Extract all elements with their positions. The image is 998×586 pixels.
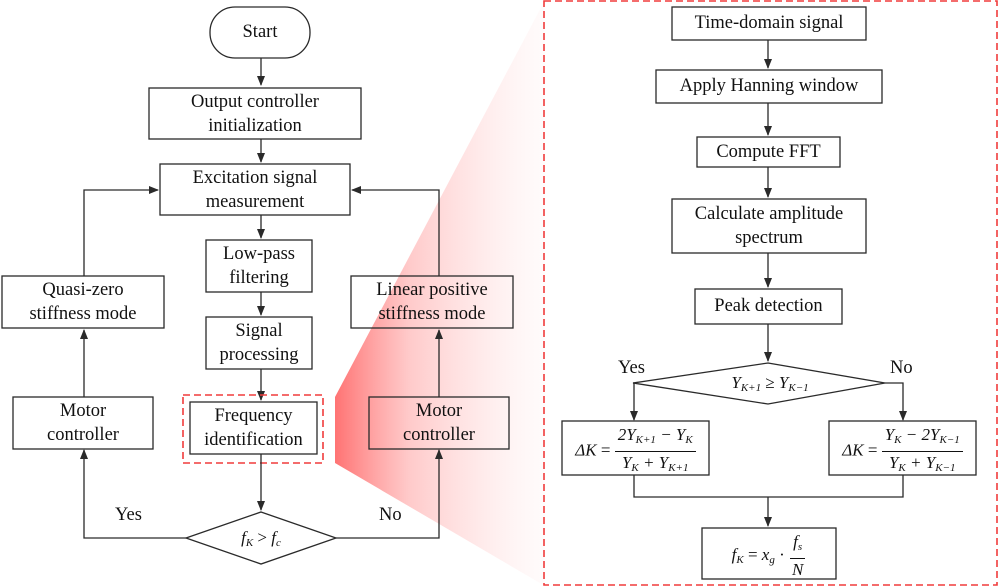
excitation-box bbox=[159, 163, 351, 216]
freq-ident-line2: identification bbox=[204, 430, 303, 450]
no-label-right: No bbox=[890, 358, 913, 378]
excitation-label: Excitation signal measurement bbox=[160, 166, 350, 214]
amplitude-label: Calculate amplitude spectrum bbox=[672, 202, 866, 250]
decision-lhs: f bbox=[241, 528, 246, 547]
start-terminal bbox=[209, 6, 311, 59]
freq-ident-line1: Frequency bbox=[214, 406, 293, 426]
signal-processing-label: Signal processing bbox=[206, 319, 312, 367]
motor-left-box bbox=[12, 396, 154, 450]
yk-decision bbox=[632, 362, 886, 405]
amplitude-line2: spectrum bbox=[735, 228, 803, 248]
delta-left-lhs: ΔK bbox=[575, 440, 597, 460]
quasi-zero-label: Quasi-zero stiffness mode bbox=[2, 278, 164, 326]
motor-right-label: Motor controller bbox=[369, 399, 509, 447]
yk-rhs: Y bbox=[778, 373, 789, 392]
freq-ident-dashed-highlight bbox=[182, 394, 324, 464]
linear-positive-label: Linear positive stiffness mode bbox=[351, 278, 513, 326]
excitation-line2: measurement bbox=[205, 192, 305, 212]
fk-fc-decision-label: fK > fc bbox=[211, 526, 311, 555]
delta-left-fraction: 2YK+1 − YK YK + YK+1 bbox=[614, 424, 696, 479]
output-init-line2: initialization bbox=[208, 116, 302, 136]
motor-left-line2: controller bbox=[47, 425, 119, 445]
freq-ident-box bbox=[189, 401, 318, 455]
start-label: Start bbox=[242, 22, 278, 42]
yk-rhs-sub: K−1 bbox=[788, 382, 809, 394]
delta-right-lhs: ΔK bbox=[842, 440, 864, 460]
delta-right-box bbox=[828, 420, 977, 476]
amplitude-box bbox=[671, 198, 867, 254]
lowpass-line2: filtering bbox=[229, 268, 289, 288]
yes-label-right: Yes bbox=[618, 358, 645, 378]
decision-rhs-sub: c bbox=[276, 537, 281, 549]
motor-left-label: Motor controller bbox=[13, 399, 153, 447]
decision-rhs: f bbox=[271, 528, 276, 547]
fft-label: Compute FFT bbox=[716, 142, 821, 162]
final-formula: fK = xg · fs N bbox=[702, 531, 836, 581]
signal-processing-line1: Signal bbox=[235, 321, 283, 341]
linear-positive-box bbox=[350, 275, 514, 329]
output-init-line1: Output controller bbox=[191, 92, 319, 112]
fk-fc-decision bbox=[184, 511, 338, 565]
peak-box bbox=[694, 288, 843, 325]
time-domain-box bbox=[671, 6, 867, 41]
delta-left-box bbox=[561, 420, 710, 476]
delta-right-fraction: YK − 2YK−1 YK + YK−1 bbox=[881, 424, 963, 479]
motor-left-line1: Motor bbox=[59, 401, 107, 421]
detail-panel-dashed-border bbox=[543, 0, 998, 586]
excitation-line1: Excitation signal bbox=[192, 168, 318, 188]
signal-processing-box bbox=[205, 316, 313, 370]
yk-lhs: Y bbox=[731, 373, 741, 392]
motor-right-line1: Motor bbox=[415, 401, 463, 421]
decision-lhs-sub: K bbox=[245, 537, 254, 549]
delta-left-formula: ΔK = 2YK+1 − YK YK + YK+1 bbox=[562, 424, 709, 479]
quasi-zero-line1: Quasi-zero bbox=[42, 280, 124, 300]
no-label-left: No bbox=[379, 505, 402, 525]
yk-op: ≥ bbox=[765, 373, 775, 392]
lowpass-box bbox=[205, 239, 313, 293]
zoom-wedge bbox=[335, 0, 545, 586]
motor-right-line2: controller bbox=[403, 425, 475, 445]
output-init-box bbox=[148, 87, 362, 140]
delta-right-formula: ΔK = YK − 2YK−1 YK + YK−1 bbox=[829, 424, 976, 479]
yes-label-left: Yes bbox=[115, 505, 142, 525]
amplitude-line1: Calculate amplitude bbox=[694, 204, 844, 224]
yk-decision-label: YK+1 ≥ YK−1 bbox=[690, 371, 850, 400]
time-domain-label: Time-domain signal bbox=[694, 13, 844, 33]
lowpass-label: Low-pass filtering bbox=[206, 242, 312, 290]
quasi-zero-box bbox=[1, 275, 165, 329]
signal-processing-line2: processing bbox=[219, 345, 299, 365]
freq-ident-label: Frequency identification bbox=[190, 404, 317, 452]
hanning-box bbox=[655, 69, 883, 104]
yk-lhs-sub: K+1 bbox=[740, 382, 762, 394]
final-formula-box bbox=[701, 527, 837, 580]
final-fraction: fs N bbox=[790, 532, 806, 579]
hanning-label: Apply Hanning window bbox=[679, 76, 859, 96]
output-init-label: Output controller initialization bbox=[149, 90, 361, 138]
lowpass-line1: Low-pass bbox=[223, 244, 295, 264]
fft-box bbox=[696, 136, 841, 168]
linear-positive-line1: Linear positive bbox=[376, 280, 488, 300]
linear-positive-line2: stiffness mode bbox=[378, 304, 486, 324]
peak-label: Peak detection bbox=[714, 296, 823, 316]
quasi-zero-line2: stiffness mode bbox=[29, 304, 137, 324]
decision-op: > bbox=[257, 528, 268, 547]
